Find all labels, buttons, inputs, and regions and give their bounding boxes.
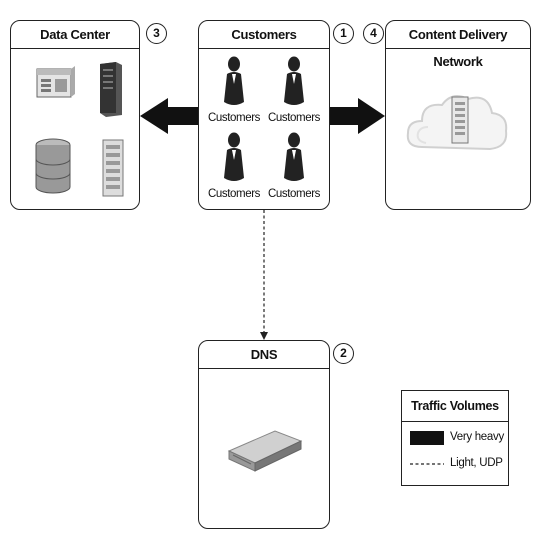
customer-label: Customers (268, 188, 320, 200)
traffic-legend: Traffic Volumes Very heavy Light, UDP (401, 390, 509, 486)
heavy-swatch (410, 431, 444, 445)
customers-title: Customers (199, 21, 329, 49)
person-icon (284, 56, 304, 105)
badge-2: 2 (333, 343, 354, 364)
customer-label: Customers (208, 112, 260, 124)
customer-label: Customers (268, 112, 320, 124)
person-icon (284, 132, 304, 181)
network-appliance-icon (227, 430, 303, 472)
cdn-box: Content Delivery Network (385, 20, 531, 210)
blade-server-icon (102, 139, 124, 197)
heavy-arrow-to-cdn (328, 98, 385, 134)
customers-box: Customers (198, 20, 330, 210)
person-icon (224, 132, 244, 181)
dns-title: DNS (199, 341, 329, 369)
badge-4: 4 (363, 23, 384, 44)
cloud-server-icon (451, 96, 469, 144)
badge-3: 3 (146, 23, 167, 44)
person-icon (224, 56, 244, 105)
data-center-box: Data Center (10, 20, 140, 210)
dns-box: DNS (198, 340, 330, 529)
legend-heavy-label: Very heavy (450, 431, 504, 443)
legend-light-label: Light, UDP (450, 457, 503, 469)
light-swatch (410, 463, 444, 465)
customer-label: Customers (208, 188, 260, 200)
server-rack-icon (36, 66, 75, 98)
database-icon (35, 138, 71, 194)
badge-1: 1 (333, 23, 354, 44)
data-center-title: Data Center (11, 21, 139, 49)
heavy-arrow-to-data-center (140, 98, 200, 134)
dashed-arrow-to-dns (260, 210, 268, 340)
cdn-title: Content Delivery Network (386, 21, 530, 69)
legend-title: Traffic Volumes (402, 391, 508, 422)
tower-server-icon (100, 62, 122, 117)
